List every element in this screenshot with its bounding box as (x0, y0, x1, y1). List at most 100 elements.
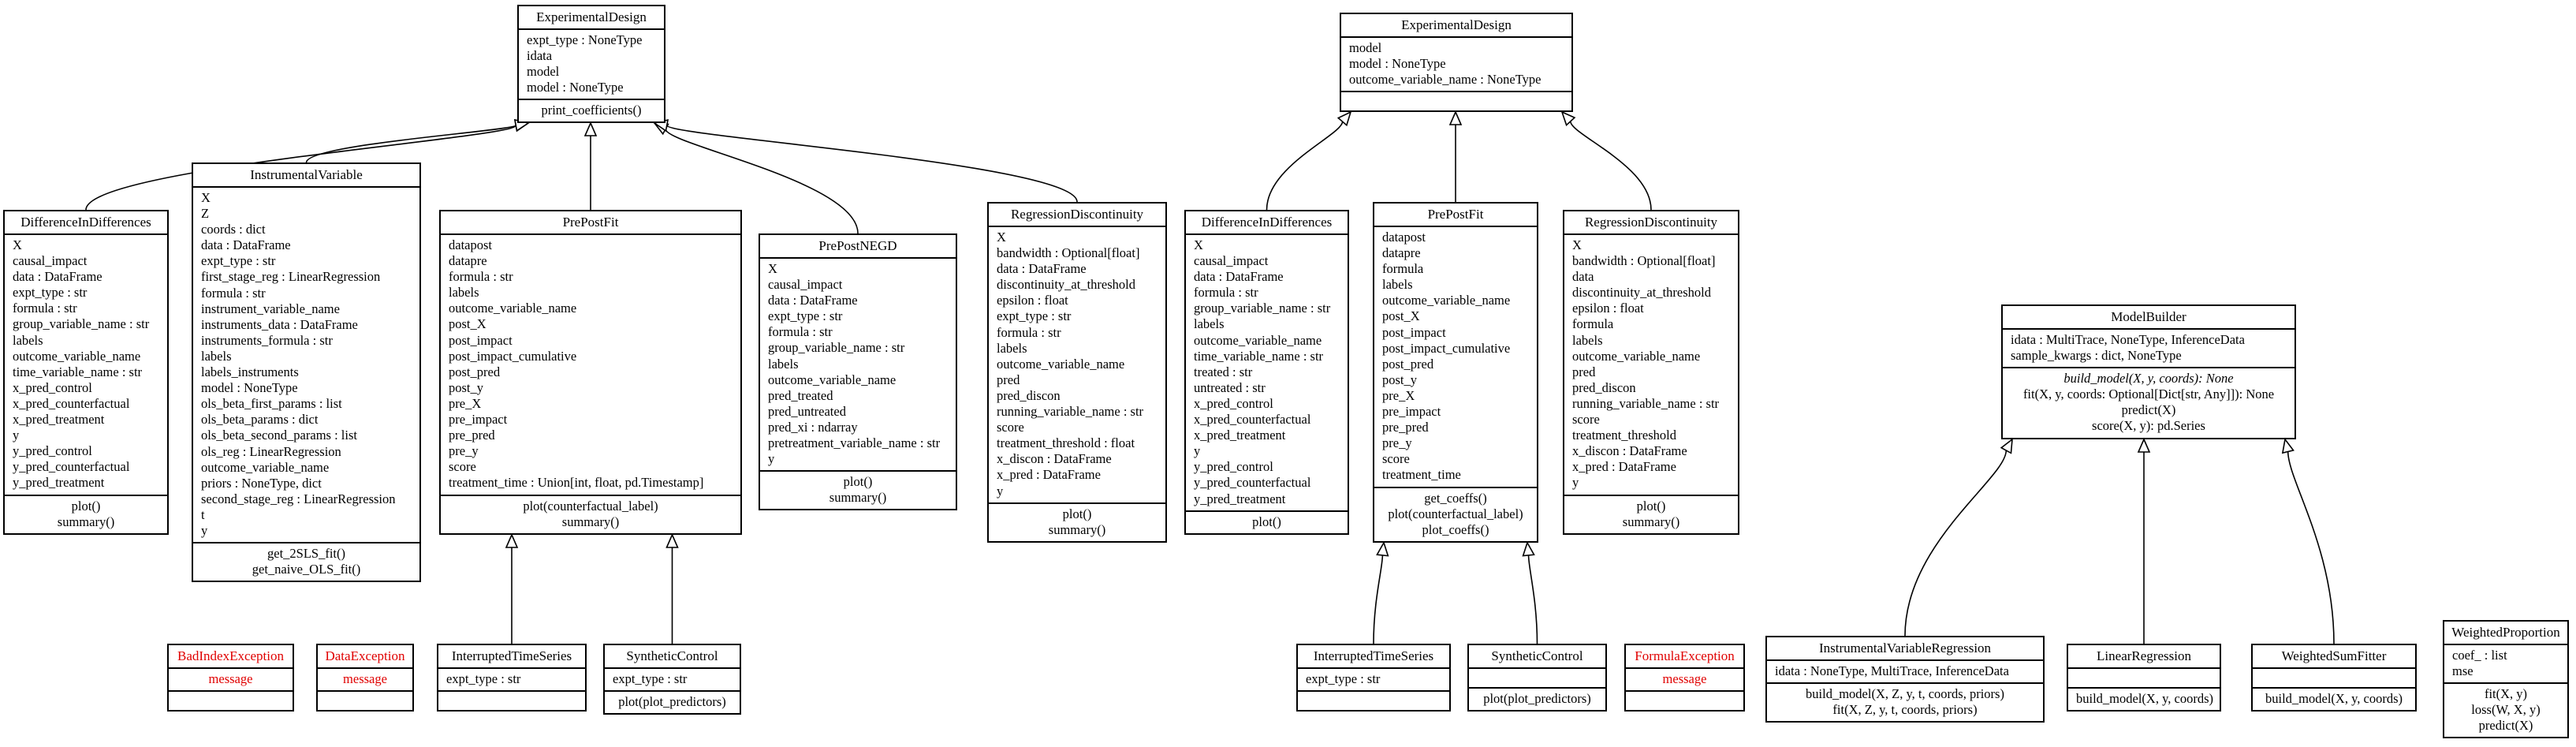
attribute: pred_untreated (768, 403, 846, 419)
methods-section: plot(plot_predictors) (605, 690, 740, 713)
attributes-section: expt_type : str (1298, 667, 1449, 690)
method: plot() (843, 474, 873, 490)
attribute: y_pred_treatment (1194, 491, 1286, 506)
attribute: outcome_variable_name (13, 348, 141, 364)
attribute: expt_type : str (1306, 671, 1381, 686)
attributes-section (2253, 667, 2415, 687)
attribute: y_pred_counterfactual (1194, 475, 1311, 491)
attribute: message (1662, 671, 1707, 686)
attribute: running_variable_name : str (997, 404, 1144, 420)
methods-section: plot() (1186, 510, 1348, 533)
class-name: ModelBuilder (2111, 309, 2186, 324)
attribute: outcome_variable_name (1382, 293, 1511, 308)
attribute: post_pred (1382, 356, 1434, 372)
attribute: formula : str (201, 285, 266, 301)
method: loss(W, X, y) (2471, 702, 2541, 718)
attribute: x_pred : DataFrame (997, 467, 1101, 483)
attributes-section: message (318, 667, 412, 690)
class-name: SyntheticControl (1491, 648, 1583, 663)
class-name: WeightedSumFitter (2281, 648, 2387, 663)
attribute: pred_treated (768, 387, 833, 403)
method: get_naive_OLS_fit() (252, 562, 361, 577)
attribute: coords : dict (201, 222, 266, 237)
attribute: treatment_time : Union[int, float, pd.Ti… (449, 475, 704, 491)
attribute: discontinuity_at_threshold (997, 277, 1135, 293)
attribute: X (1194, 237, 1203, 252)
inheritance-arrowhead-its2-ppf2 (1376, 541, 1389, 557)
method: print_coefficients() (541, 103, 642, 118)
attribute: ols_beta_second_params : list (201, 428, 357, 443)
class-name: PrePostFit (562, 215, 619, 230)
attribute: idata : NoneType, MultiTrace, InferenceD… (1775, 663, 2009, 678)
attribute: epsilon : float (997, 293, 1068, 308)
attribute: y_pred_control (13, 443, 92, 459)
attribute: x_pred_control (13, 379, 92, 395)
inheritance-arrowhead-wsf-mb (2281, 438, 2295, 454)
attribute: message (208, 671, 253, 686)
attribute: t (201, 506, 205, 522)
class-box-bie[interactable]: BadIndexException message (167, 644, 294, 712)
attribute: instrument_variable_name (201, 301, 340, 316)
inheritance-edge-ivr-mb (1904, 450, 2007, 637)
attribute: X (1572, 237, 1582, 252)
attribute: labels (449, 285, 479, 301)
attribute: labels (1382, 277, 1413, 293)
method: summary() (1622, 514, 1680, 529)
inheritance-arrowhead-its1-ppf1 (505, 533, 519, 548)
inheritance-edge-rd2-ed2 (1569, 121, 1652, 211)
inheritance-edge-wsf-mb (2287, 451, 2335, 644)
attribute: datapost (449, 237, 492, 252)
attribute: treatment_threshold (1572, 428, 1676, 443)
attribute: X (997, 230, 1006, 245)
attribute: outcome_variable_name (1194, 332, 1322, 348)
attribute: expt_type : str (13, 285, 88, 301)
attribute: score (449, 459, 476, 475)
class-name: InterruptedTimeSeries (451, 648, 572, 663)
attribute: y (768, 451, 775, 467)
attribute: expt_type : str (768, 308, 843, 324)
attribute: pre_X (1382, 387, 1415, 403)
methods-section: plot()summary() (1564, 494, 1738, 533)
methods-section (318, 690, 412, 710)
class-name: BadIndexException (177, 648, 284, 663)
attribute: outcome_variable_name : NoneType (1349, 72, 1541, 88)
method: plot(plot_predictors) (618, 694, 726, 710)
class-name: DifferenceInDifferences (1201, 215, 1333, 230)
attribute: datapre (1382, 245, 1421, 261)
attribute: data : DataFrame (201, 237, 291, 253)
class-name: LinearRegression (2097, 648, 2191, 663)
attribute: treated : str (1194, 364, 1253, 379)
attribute: data : DataFrame (1194, 269, 1284, 285)
attribute: priors : NoneType, dict (201, 475, 322, 491)
attribute: x_pred_counterfactual (13, 395, 130, 411)
attribute: ols_beta_first_params : list (201, 396, 342, 412)
attribute: y (1194, 443, 1201, 459)
method: score(X, y): pd.Series (2092, 418, 2205, 434)
attribute: x_pred_treatment (1194, 428, 1286, 443)
